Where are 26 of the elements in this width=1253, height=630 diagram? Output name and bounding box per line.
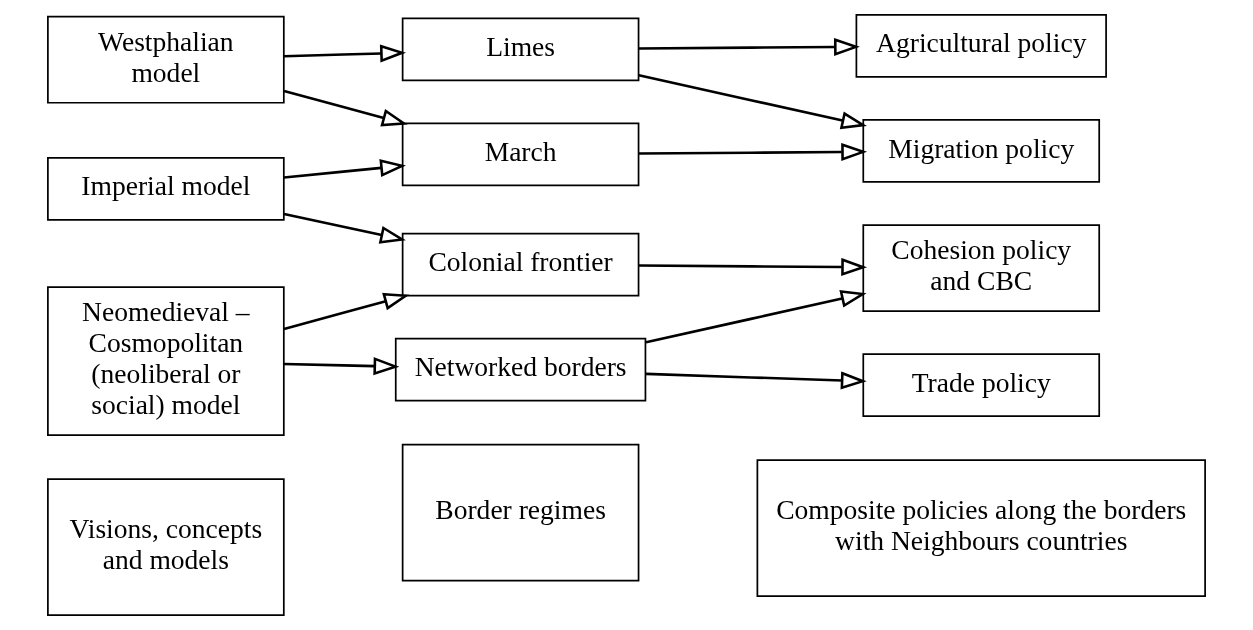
arrow: [645, 289, 867, 344]
arrow: [638, 74, 867, 130]
arrow: [284, 357, 400, 376]
node-box: Neomedieval – Cosmopolitan (neoliberal or social) model: [47, 286, 285, 436]
node-box: Colonial frontier: [401, 232, 640, 297]
node-box: March: [401, 122, 640, 187]
node-box: Westphalian model: [47, 15, 285, 104]
node-box: Imperial model: [47, 157, 285, 221]
node-box: Limes: [401, 17, 640, 82]
arrow: [283, 212, 406, 244]
arrow: [284, 44, 406, 63]
node-box: Networked borders: [394, 337, 647, 402]
node-box: Composite policies along the borders with Neighbours countries: [756, 459, 1206, 597]
arrow: [283, 292, 410, 331]
node-box: Border regimes: [401, 443, 640, 582]
node-box: Trade policy: [862, 353, 1101, 418]
arrow: [638, 142, 868, 162]
arrow: [638, 258, 868, 277]
node-box: Agricultural policy: [855, 14, 1107, 78]
node-box: Visions, concepts and models: [47, 478, 285, 616]
node-box: Migration policy: [862, 119, 1101, 183]
arrow: [283, 159, 406, 179]
node-box: Cohesion policy and CBC: [862, 224, 1101, 312]
arrow: [283, 89, 408, 127]
arrow: [638, 37, 860, 57]
arrow: [646, 371, 867, 390]
